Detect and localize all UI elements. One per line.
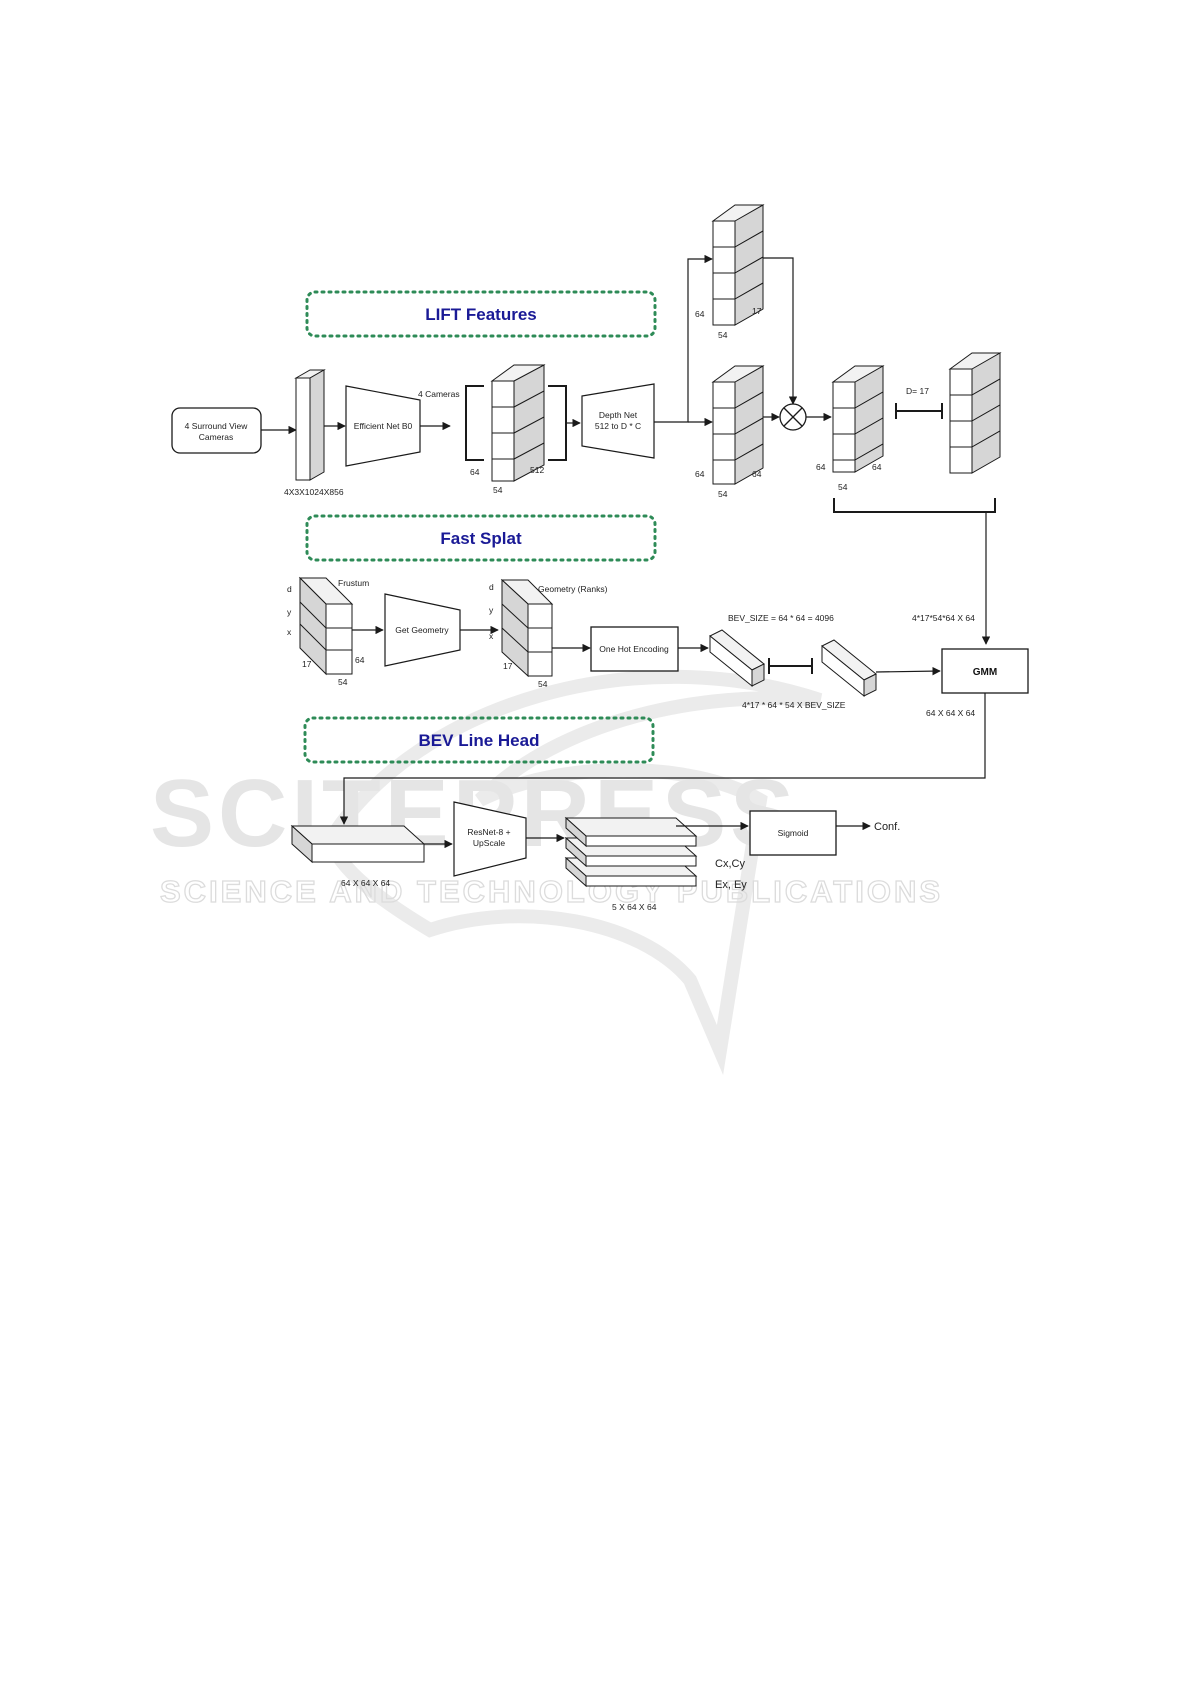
arrow-gmm-to-bev-head [339,693,986,825]
stack-group-bracket [833,498,996,513]
watermark-logo-shape [322,669,823,1075]
feature-channels-label: 512 [530,465,544,475]
exey-label: Ex, Ey [715,879,747,891]
depthnet-line2: 512 to D * C [595,421,641,431]
geometry-axis-x: x [489,631,494,641]
gmm-box: GMM [941,648,1029,694]
section-lift-title: LIFT Features [425,305,536,324]
output-dims-label: 5 X 64 X 64 [612,902,657,912]
frustum-feat-channels-label: 64 [872,462,882,472]
context-stack [711,365,765,485]
depthnet-block: Depth Net 512 to D * C [581,383,655,459]
frustum-axis-d: d [287,584,292,594]
frustum-feat-height-label: 64 [816,462,826,472]
geometry-width-label: 54 [538,679,548,689]
section-splat-border [305,514,657,562]
gmm-input-dims-label: 4*17*54*64 X 64 [912,613,975,623]
frustum-feature-stack [831,365,885,473]
sigmoid-box: Sigmoid [749,810,837,856]
frustum-stack [298,576,354,676]
frustum-depth-label: 17 [302,659,312,669]
geometry-ranks-stack [500,578,554,678]
input-tensor-slab [294,369,326,481]
geometry-axis-y: y [489,605,494,615]
frustum-feature-stack-repeat [948,352,1002,474]
resnet-line2: UpScale [473,838,505,848]
feature-bracket-left [465,385,484,461]
efficientnet-block: Efficient Net B0 [345,385,421,467]
arrow-matrix-to-gmm [875,666,941,676]
watermark-subtitle: SCIENCE AND TECHNOLOGY PUBLICATIONS [160,874,943,909]
section-bev-title: BEV Line Head [419,731,540,750]
onehot-matrix-slab-repeat [821,639,877,698]
onehot-dims-label: 4*17 * 64 * 54 X BEV_SIZE [742,700,846,710]
input-cameras-box: 4 Surround View Cameras [171,407,262,454]
bev-size-label: BEV_SIZE = 64 * 64 = 4096 [728,613,834,623]
context-channels-label: 64 [752,469,762,479]
depth-height-label: 64 [695,309,705,319]
frustum-axis-y: y [287,607,292,617]
feature-cube [491,442,545,482]
section-fast-splat: Fast Splat [305,514,657,562]
input-cameras-line2: Cameras [199,432,233,442]
section-splat-title: Fast Splat [440,529,522,548]
section-bev-line-head: BEV Line Head [303,716,655,764]
geometry-ranks-label: Geometry (Ranks) [538,584,608,594]
one-hot-encoding-label: One Hot Encoding [599,644,669,654]
efficientnet-label: Efficient Net B0 [354,421,413,431]
one-hot-encoding-box: One Hot Encoding [590,626,679,672]
feature-width-label: 54 [493,485,503,495]
frustum-axis-x: x [287,627,292,637]
section-lift-border [305,290,657,338]
bev-input-slab [290,824,426,864]
bev-input-dims-label: 64 X 64 X 64 [341,878,390,888]
gmm-output-dims-label: 64 X 64 X 64 [926,708,975,718]
feature-bracket-right [548,385,567,461]
input-dims-label: 4X3X1024X856 [284,487,344,497]
arrow-depthnet-to-depth-branch [654,254,713,423]
feature-stack [490,364,546,482]
sigmoid-label: Sigmoid [778,828,809,838]
output-maps-stack [564,816,698,888]
geometry-axis-d: d [489,582,494,592]
gmm-label: GMM [973,667,997,678]
cxcy-label: Cx,Cy [715,858,745,870]
frustum-width-label: 54 [338,677,348,687]
resnet-line1: ResNet-8 + [467,827,510,837]
outer-product-icon [779,403,807,431]
depth-width-label: 54 [718,330,728,340]
arrow-depth-to-product [763,257,798,405]
resnet-upscale-block: ResNet-8 + UpScale [453,801,527,877]
watermark: SCITEPRESS SCIENCE AND TECHNOLOGY PUBLIC… [150,669,943,1075]
conf-label: Conf. [874,821,900,833]
frustum-channels-label: 64 [355,655,365,665]
section-bev-border [303,716,655,764]
feature-height-label: 64 [470,467,480,477]
input-cameras-line1: 4 Surround View [185,421,249,431]
geometry-depth-label: 17 [503,661,513,671]
depth-bins-d-label: D= 17 [906,386,929,396]
context-height-label: 64 [695,469,705,479]
depthnet-line1: Depth Net [599,410,638,420]
depth-stack [711,204,765,326]
context-width-label: 54 [718,489,728,499]
frustum-label: Frustum [338,578,369,588]
cameras-count-label: 4 Cameras [418,389,460,399]
onehot-matrix-slab [709,629,765,688]
output-map-conf [564,816,698,848]
get-geometry-label: Get Geometry [395,625,449,635]
section-lift-features: LIFT Features [305,290,657,338]
get-geometry-block: Get Geometry [384,593,461,667]
frustum-feat-width-label: 54 [838,482,848,492]
depth-bins-label: 17 [752,306,762,316]
